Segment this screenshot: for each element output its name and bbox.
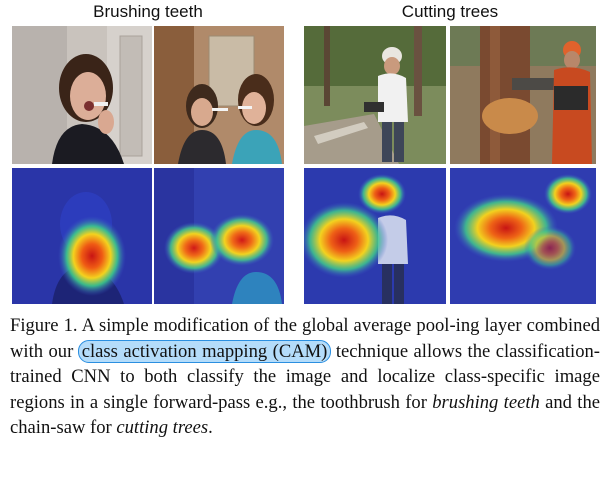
cam-cutting-1-image bbox=[304, 168, 446, 304]
caption-text-2: technique allows the classification-trai… bbox=[10, 340, 600, 413]
original-cutting-2-image bbox=[450, 26, 596, 164]
original-cutting-1-image bbox=[304, 26, 446, 164]
cam-cutting-2-image bbox=[450, 168, 596, 304]
brushing-teeth-title: Brushing teeth bbox=[93, 2, 203, 21]
caption-emphasis-cutting: cutting trees bbox=[116, 417, 209, 439]
caption-text-4: . bbox=[208, 417, 213, 439]
cutting-trees-title: Cutting trees bbox=[401, 2, 499, 21]
cam-brushing-1-image bbox=[12, 168, 152, 304]
cam-highlight: class activation mapping (CAM) bbox=[77, 339, 332, 363]
original-brushing-1-image bbox=[12, 26, 152, 164]
caption-text-1: Figure 1. A simple modification of the g… bbox=[10, 315, 600, 362]
caption-text-3: and the chain-saw for bbox=[10, 391, 601, 439]
caption-emphasis-brushing: brushing teeth bbox=[432, 391, 540, 413]
original-brushing-2-image bbox=[154, 26, 284, 164]
figure-caption: Figure 1. A simple modification of the g… bbox=[10, 313, 600, 441]
cam-brushing-2-image bbox=[154, 168, 284, 304]
